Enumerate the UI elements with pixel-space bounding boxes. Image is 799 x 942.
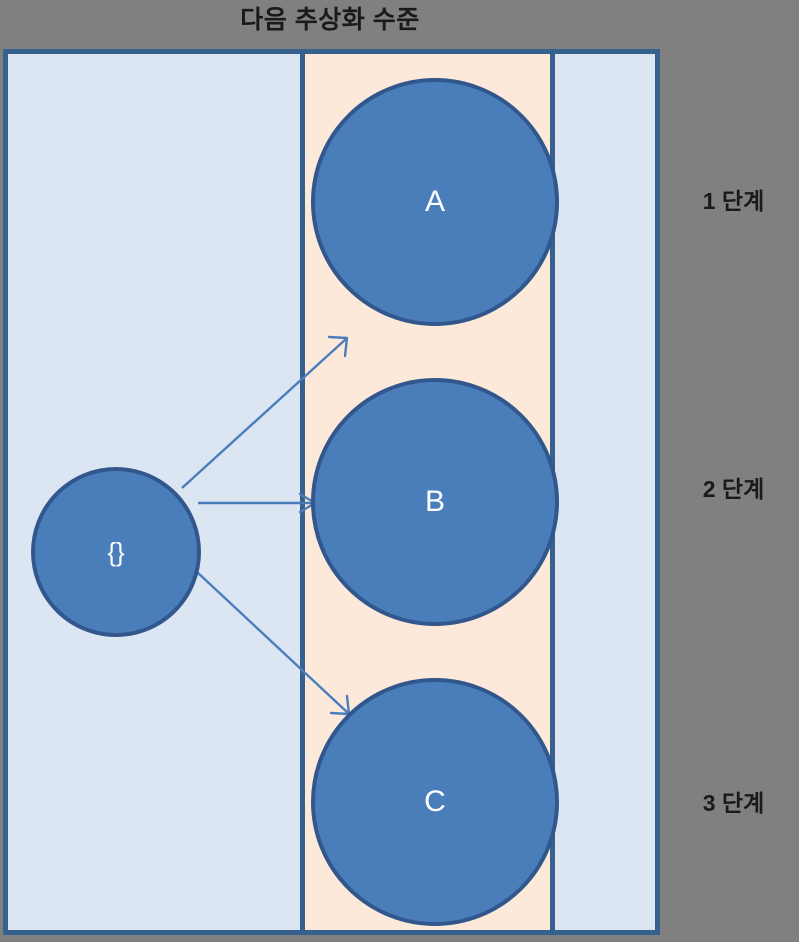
page-title: 다음 추상화 수준 <box>240 6 420 34</box>
diagram-frame: {} A B C <box>3 49 660 935</box>
node-a-label: A <box>424 185 445 218</box>
node-b[interactable]: B <box>311 378 559 626</box>
node-a[interactable]: A <box>311 78 559 326</box>
stage-label-2: 2 단계 <box>702 476 765 502</box>
node-c[interactable]: C <box>311 678 559 926</box>
node-b-label: B <box>424 485 445 518</box>
node-root[interactable]: {} <box>31 467 201 637</box>
stage-label-3: 3 단계 <box>702 790 765 816</box>
node-root-label: {} <box>107 537 125 567</box>
column-right-abstraction <box>555 54 655 930</box>
stage-label-1: 1 단계 <box>702 188 765 214</box>
node-c-label: C <box>424 785 446 818</box>
